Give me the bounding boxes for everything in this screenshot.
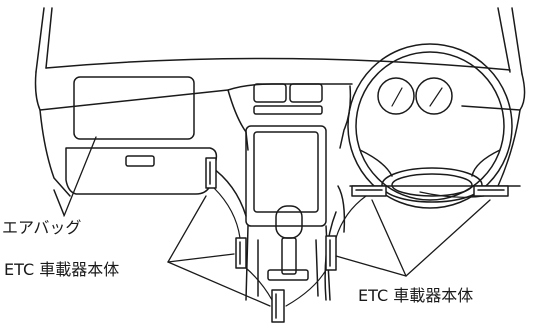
control-panel [245, 125, 327, 227]
glove-box-handle [125, 155, 155, 167]
leader-etc-right-3 [405, 199, 491, 277]
leader-etc-left-1 [167, 195, 207, 263]
vent-right [289, 83, 323, 103]
vent-left [253, 83, 287, 103]
etc-unit-driver-right [473, 185, 509, 197]
leader-airbag [63, 136, 97, 217]
windshield-frame [35, 7, 523, 75]
etc-unit-label-right: ETC 車載器本体 [358, 286, 474, 305]
steering-hub [381, 167, 483, 203]
etc-unit-glovebox [205, 157, 217, 189]
shift-stem [281, 237, 297, 275]
radio-slot [253, 105, 323, 115]
shift-knob [275, 205, 303, 239]
instrument-cluster [377, 77, 453, 115]
leader-etc-left-3 [167, 261, 271, 307]
leader-etc-left-2 [167, 253, 235, 263]
airbag-label: エアバッグ [2, 218, 82, 237]
leader-lines [63, 136, 491, 307]
steering-wheel [347, 43, 513, 209]
tachometer-gauge [377, 77, 415, 115]
glove-box [65, 147, 218, 195]
leader-etc-right-1 [335, 255, 407, 277]
etc-units [205, 157, 509, 323]
lower-console [245, 205, 331, 301]
etc-unit-driver-left [351, 185, 387, 197]
etc-unit-left-console [235, 237, 247, 269]
speedometer-gauge [415, 77, 453, 115]
etc-unit-label-left: ETC 車載器本体 [4, 260, 120, 279]
leader-etc-right-2 [371, 199, 407, 277]
shift-base [267, 269, 309, 281]
etc-unit-center-floor [271, 289, 285, 323]
display-screen [253, 131, 319, 213]
airbag-panel [73, 76, 195, 140]
etc-unit-right-console [325, 235, 337, 271]
center-console [227, 83, 352, 227]
cables [213, 187, 485, 307]
